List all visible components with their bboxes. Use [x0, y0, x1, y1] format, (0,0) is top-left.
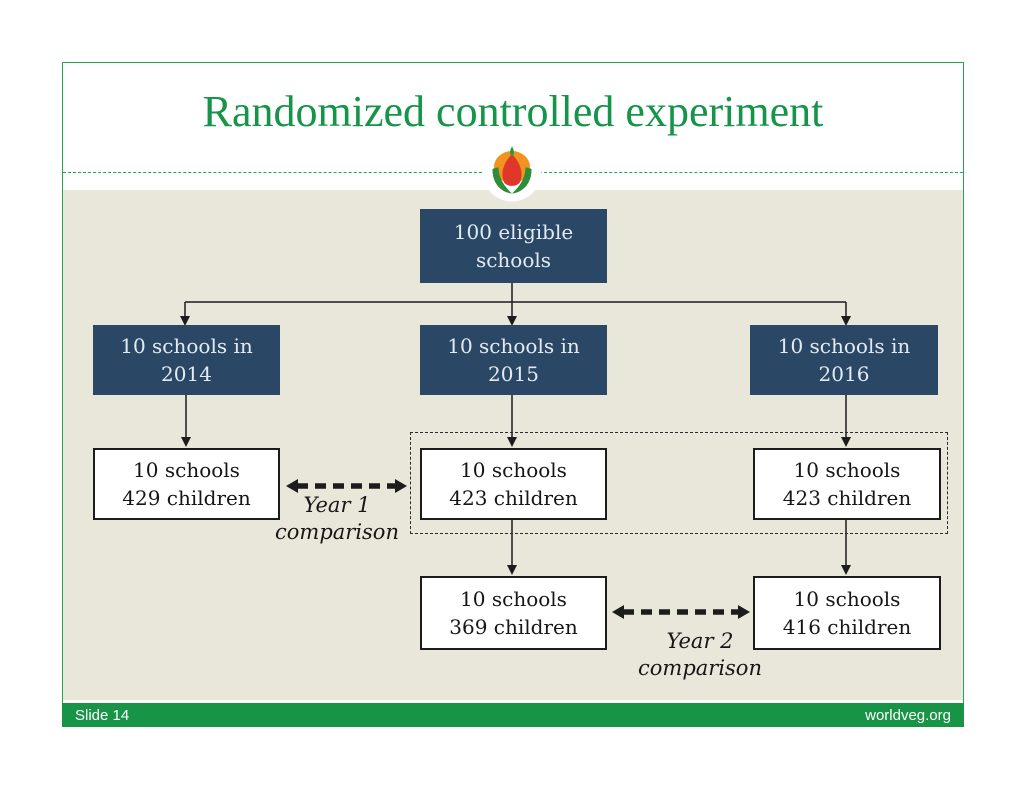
flow-box-line: 416 children: [782, 615, 912, 639]
flow-box-line: 10 schools in: [120, 334, 253, 358]
flow-box-schools-2016: 10 schools in 2016: [750, 325, 938, 395]
flow-box-line: 369 children: [449, 615, 578, 639]
flow-box-schools-2014: 10 schools in 2014: [93, 325, 280, 395]
flow-box-line: 2014: [161, 362, 212, 386]
flow-box-line: 10 schools in: [447, 334, 580, 358]
flow-box-423-children-2015: 10 schools 423 children: [420, 448, 607, 520]
flow-box-line: 10 schools: [460, 458, 567, 482]
flow-box-line: 10 schools: [133, 458, 240, 482]
flow-box-line: 10 schools: [793, 587, 901, 611]
flow-box-line: 2015: [488, 362, 539, 386]
flow-box-416-children: 10 schools 416 children: [753, 576, 941, 650]
slide-title: Randomized controlled experiment: [202, 87, 824, 136]
flow-box-line: 429 children: [122, 486, 251, 510]
label-line: Year 2: [666, 629, 734, 653]
flow-box-line: 10 schools in: [777, 334, 911, 358]
flow-box-eligible-schools: 100 eligible schools: [420, 209, 607, 283]
flow-box-schools-2015: 10 schools in 2015: [420, 325, 607, 395]
footer-website: worldveg.org: [865, 706, 951, 724]
flow-box-line: 10 schools: [460, 587, 567, 611]
flow-box-line: 10 schools: [793, 458, 901, 482]
label-line: comparison: [638, 656, 762, 680]
year1-comparison-label: Year 1 comparison: [242, 492, 432, 546]
flow-box-423-children-2016: 10 schools 423 children: [753, 448, 941, 520]
flow-box-line: 100 eligible: [453, 220, 574, 244]
flow-box-line: schools: [475, 248, 552, 272]
comparison-group-dashed-outline: [410, 432, 948, 534]
slide-number: Slide 14: [75, 706, 130, 724]
label-line: comparison: [275, 520, 399, 544]
flow-box-line: 423 children: [449, 486, 578, 510]
flow-box-line: 2016: [818, 362, 870, 386]
year2-comparison-label: Year 2 comparison: [605, 628, 795, 682]
flow-box-429-children: 10 schools 429 children: [93, 448, 280, 520]
flow-box-line: 423 children: [782, 486, 912, 510]
label-line: Year 1: [303, 493, 371, 517]
flowchart-connector-lines: [180, 283, 851, 619]
worldveg-flower-logo-icon: [482, 142, 542, 202]
slide-footer-bar: Slide 14 worldveg.org: [62, 703, 964, 727]
flow-box-369-children: 10 schools 369 children: [420, 576, 607, 650]
